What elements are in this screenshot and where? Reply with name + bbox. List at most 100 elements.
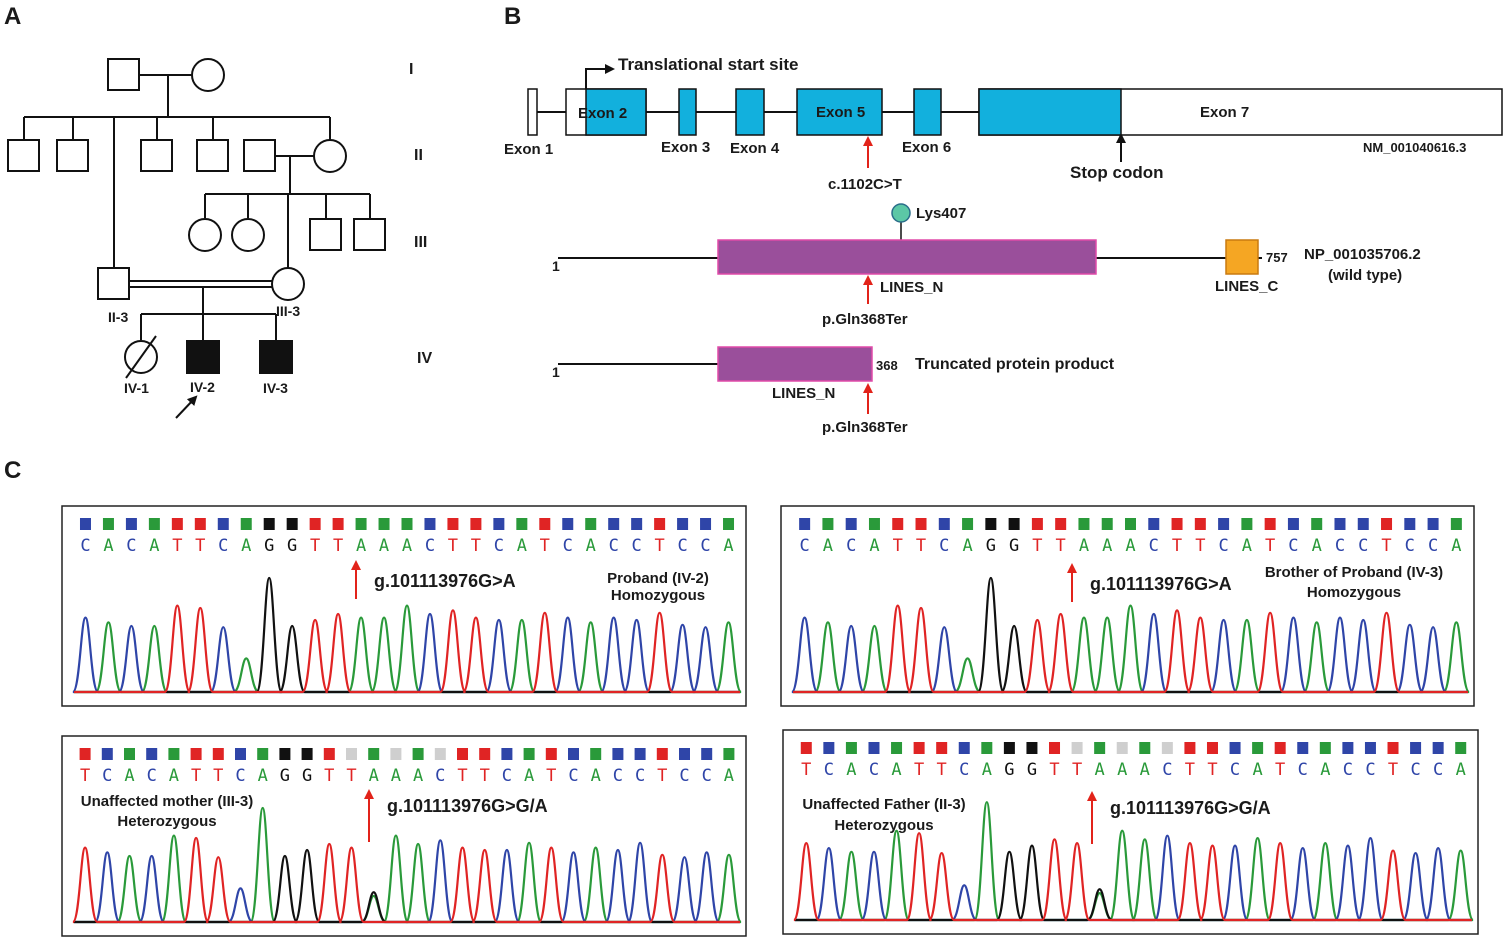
- base-call-letter: C: [939, 536, 949, 556]
- base-call-letter: T: [801, 760, 811, 780]
- pedigree-label-iv3: IV-3: [263, 380, 288, 396]
- base-call-block: [355, 518, 367, 530]
- base-call-block: [148, 518, 160, 530]
- base-call-letter: C: [1298, 760, 1308, 780]
- base-call-block: [1297, 742, 1309, 754]
- base-call-block: [634, 748, 646, 760]
- base-call-letter: T: [1207, 760, 1217, 780]
- base-call-block: [1311, 518, 1323, 530]
- base-call-block: [190, 748, 202, 760]
- base-call-block: [168, 748, 180, 760]
- pedigree-female-iii2: [231, 218, 265, 252]
- generation-label-iv: IV: [417, 350, 432, 367]
- exon-3-label: Exon 3: [661, 139, 710, 156]
- base-call-letter: C: [502, 766, 512, 786]
- base-call-block: [1432, 742, 1444, 754]
- base-call-block: [1026, 742, 1038, 754]
- base-call-block: [171, 518, 183, 530]
- pedigree-male-iii4: [309, 218, 342, 251]
- base-call-letter: C: [1365, 760, 1375, 780]
- base-call-letter: A: [241, 536, 251, 556]
- base-call-letter: T: [471, 536, 481, 556]
- base-call-letter: C: [824, 760, 834, 780]
- exon-6-label: Exon 6: [902, 139, 951, 156]
- base-call-block: [79, 518, 91, 530]
- base-call-letter: T: [457, 766, 467, 786]
- base-call-block: [823, 742, 835, 754]
- truncated-protein: [558, 346, 873, 414]
- base-call-letter: A: [724, 766, 734, 786]
- base-call-block: [470, 518, 482, 530]
- base-call-block: [1049, 742, 1061, 754]
- base-call-block: [101, 748, 113, 760]
- exon-6-box: [913, 88, 942, 136]
- base-call-block: [1319, 742, 1331, 754]
- base-call-letter: A: [591, 766, 601, 786]
- base-call-block: [125, 518, 137, 530]
- base-call-block: [723, 518, 735, 530]
- base-call-letter: C: [702, 766, 712, 786]
- base-call-block: [1410, 742, 1422, 754]
- lines-n-label-truncated: LINES_N: [772, 385, 835, 402]
- exon-7-label: Exon 7: [1200, 104, 1249, 121]
- base-call-letter: C: [800, 536, 810, 556]
- truncated-variant-label: p.Gln368Ter: [822, 419, 908, 436]
- wildtype-label: (wild type): [1328, 267, 1402, 284]
- pedigree-label-ii3: II-3: [108, 309, 128, 325]
- base-call-block: [516, 518, 528, 530]
- base-call-letter: A: [1451, 536, 1461, 556]
- base-call-letter: A: [723, 536, 733, 556]
- base-call-letter: T: [540, 536, 550, 556]
- pedigree-male-ii6: [243, 139, 276, 172]
- base-call-letter: C: [218, 536, 228, 556]
- base-call-letter: T: [195, 536, 205, 556]
- pedigree-male-ii1: [7, 139, 40, 172]
- trace-t: [792, 832, 1472, 922]
- transcript-label: NM_001040616.3: [1363, 140, 1466, 155]
- proband-arrow-icon: [175, 395, 198, 419]
- base-call-block: [1287, 518, 1299, 530]
- base-call-block: [390, 748, 402, 760]
- base-call-letter: A: [379, 536, 389, 556]
- pedigree-label-iv2: IV-2: [190, 379, 215, 395]
- base-call-block: [631, 518, 643, 530]
- protein-accession-label: NP_001035706.2: [1304, 246, 1421, 263]
- base-call-letter: T: [1388, 760, 1398, 780]
- base-call-letter: A: [369, 766, 379, 786]
- base-call-letter: A: [891, 760, 901, 780]
- base-call-letter: A: [1456, 760, 1466, 780]
- trace-t: [71, 836, 740, 924]
- variant-label: g.101113976G>A: [374, 571, 516, 591]
- base-call-block: [1455, 742, 1467, 754]
- exon-5-label: Exon 5: [816, 104, 865, 121]
- exon-2-box: [585, 88, 647, 136]
- base-call-letter: C: [632, 536, 642, 556]
- trace-g: [793, 576, 1468, 694]
- base-call-letter: C: [563, 536, 573, 556]
- base-call-letter: A: [1140, 760, 1150, 780]
- base-call-letter: T: [1032, 536, 1042, 556]
- base-call-block: [1139, 742, 1151, 754]
- panel-label-c: C: [4, 457, 21, 484]
- base-call-letter: T: [1056, 536, 1066, 556]
- base-call-block: [457, 748, 468, 760]
- base-call-letter: G: [302, 766, 312, 786]
- base-call-block: [263, 518, 275, 530]
- base-call-block: [1071, 742, 1083, 754]
- truncated-protein-label: Truncated protein product: [915, 356, 1115, 373]
- base-call-block: [235, 748, 246, 760]
- base-call-block: [700, 518, 712, 530]
- base-call-letter: C: [1358, 536, 1368, 556]
- base-call-letter: C: [959, 760, 969, 780]
- base-call-letter: T: [657, 766, 667, 786]
- generation-label-ii: II: [414, 147, 423, 164]
- base-call-block: [608, 518, 620, 530]
- base-call-block: [585, 518, 597, 530]
- sample-label: Unaffected Father (II-3): [802, 796, 965, 813]
- base-call-block: [892, 518, 904, 530]
- base-call-block: [539, 518, 551, 530]
